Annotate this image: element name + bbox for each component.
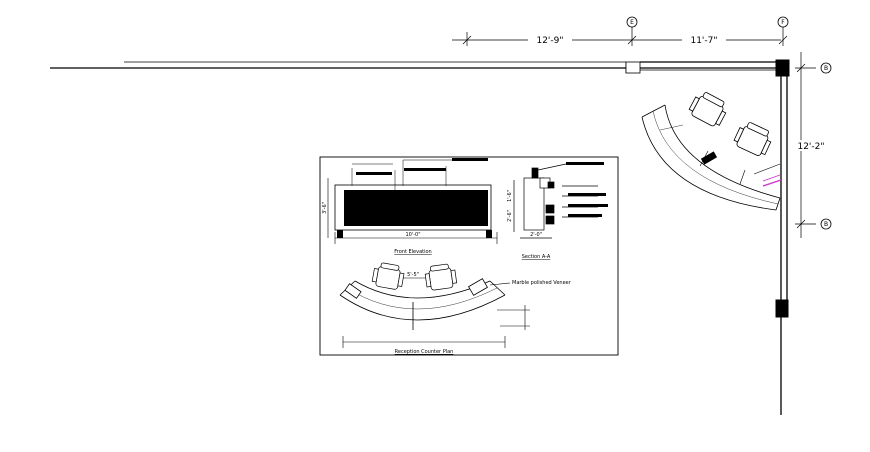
walls — [50, 59, 790, 415]
grid-label-e: E — [630, 19, 634, 26]
counter-plan-title: Reception Counter Plan — [395, 349, 454, 355]
grid-marker-row-1: B — [820, 62, 832, 74]
dimension-label-2: 11'-7" — [690, 36, 717, 46]
grid-label-row-2: B — [824, 221, 828, 228]
front-elevation — [327, 158, 498, 244]
dimension-label-1: 12'-9" — [536, 36, 563, 46]
dimension-label-3: 12'-2" — [797, 142, 824, 152]
top-dimension-line — [452, 27, 788, 46]
counter-width-dim: 5'-5" — [407, 272, 419, 278]
section-lower-dim: 2'-6" — [507, 210, 513, 222]
detail-chair-2 — [424, 263, 458, 291]
plan-chair-2 — [733, 122, 772, 156]
veneer-callout: Marble polished Veneer — [512, 280, 572, 286]
front-height-dim: 3'-6" — [322, 202, 328, 214]
detail-chair-1 — [371, 262, 405, 290]
grid-marker-e: E — [626, 16, 638, 28]
grid-marker-f: F — [777, 16, 789, 28]
grid-label-f: F — [781, 19, 785, 26]
front-elevation-title: Front Elevation — [394, 249, 431, 255]
section-upper-dim: 1'-6" — [507, 190, 513, 202]
grid-label-row-1: B — [824, 65, 828, 72]
section-a-a-title: Section A-A — [522, 254, 551, 260]
front-width-dim: 10'-0" — [405, 232, 420, 238]
section-a-a — [513, 163, 598, 239]
plan-chair-1 — [688, 92, 727, 127]
section-width-dim: 2'-0" — [530, 232, 542, 238]
detail-reception-counter — [339, 277, 530, 348]
plan-reception-counter — [641, 104, 782, 211]
column-bottom-right — [775, 299, 789, 318]
grid-marker-row-2: B — [820, 218, 832, 230]
column-top-right — [775, 59, 790, 77]
